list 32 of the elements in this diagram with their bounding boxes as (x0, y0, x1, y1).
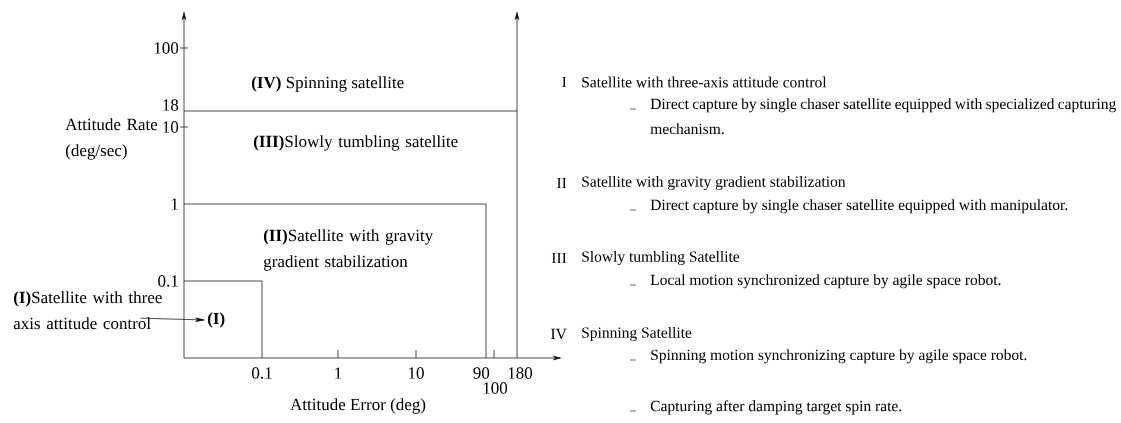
list-item: Spinning motion synchronizing capture by agile space robot. (651, 349, 1027, 364)
list-item: Local motion synchronized capture by agile space robot. (650, 274, 1001, 289)
region-marker: (I) (207, 312, 225, 328)
tick-label: 100 (483, 382, 508, 394)
tick-label: 10 (409, 367, 424, 379)
list-heading: Spinning Satellite (582, 326, 692, 342)
list-numeral: IV (551, 328, 567, 340)
category-label: (I)Satellite with three axis attitude control (13, 291, 162, 330)
tick-label: 90 (473, 367, 490, 379)
list-numeral: II (557, 177, 567, 189)
axis-title: Attitude Error (deg) (290, 398, 426, 414)
tick-label: 100 (154, 42, 179, 54)
list-numeral: I (562, 76, 567, 88)
axis-title: Attitude Rate (deg/sec) (65, 118, 158, 160)
list-item: Direct capture by single chaser satellite equipped with manipulator. (650, 199, 1068, 214)
tick-label: 18 (163, 99, 179, 111)
list-numeral: III (551, 252, 567, 264)
tick-label: 1 (171, 198, 178, 210)
tick-label: 1 (335, 367, 342, 379)
list-item: Capturing after damping target spin rate. (650, 400, 902, 415)
list-heading: Satellite with gravity gradient stabilization (582, 175, 846, 191)
region-label: (II)Satellite with gravity gradient stabilization (263, 229, 434, 271)
tick-label: 0.1 (158, 275, 178, 287)
list-item: Direct capture by single chaser satellite equipped with specialized capturing mechanism. (650, 98, 1116, 135)
region-label: (IV) Spinning satellite (251, 76, 404, 92)
list-heading: Satellite with three-axis attitude control (582, 76, 827, 88)
tick-label: 0.1 (252, 367, 272, 379)
tick-label: 10 (163, 121, 179, 133)
list-heading: Slowly tumbling Satellite (582, 250, 740, 266)
leader-arrow (140, 317, 205, 322)
region-label: (III)Slowly tumbling satellite (253, 135, 458, 151)
tick-label: 180 (508, 367, 533, 379)
